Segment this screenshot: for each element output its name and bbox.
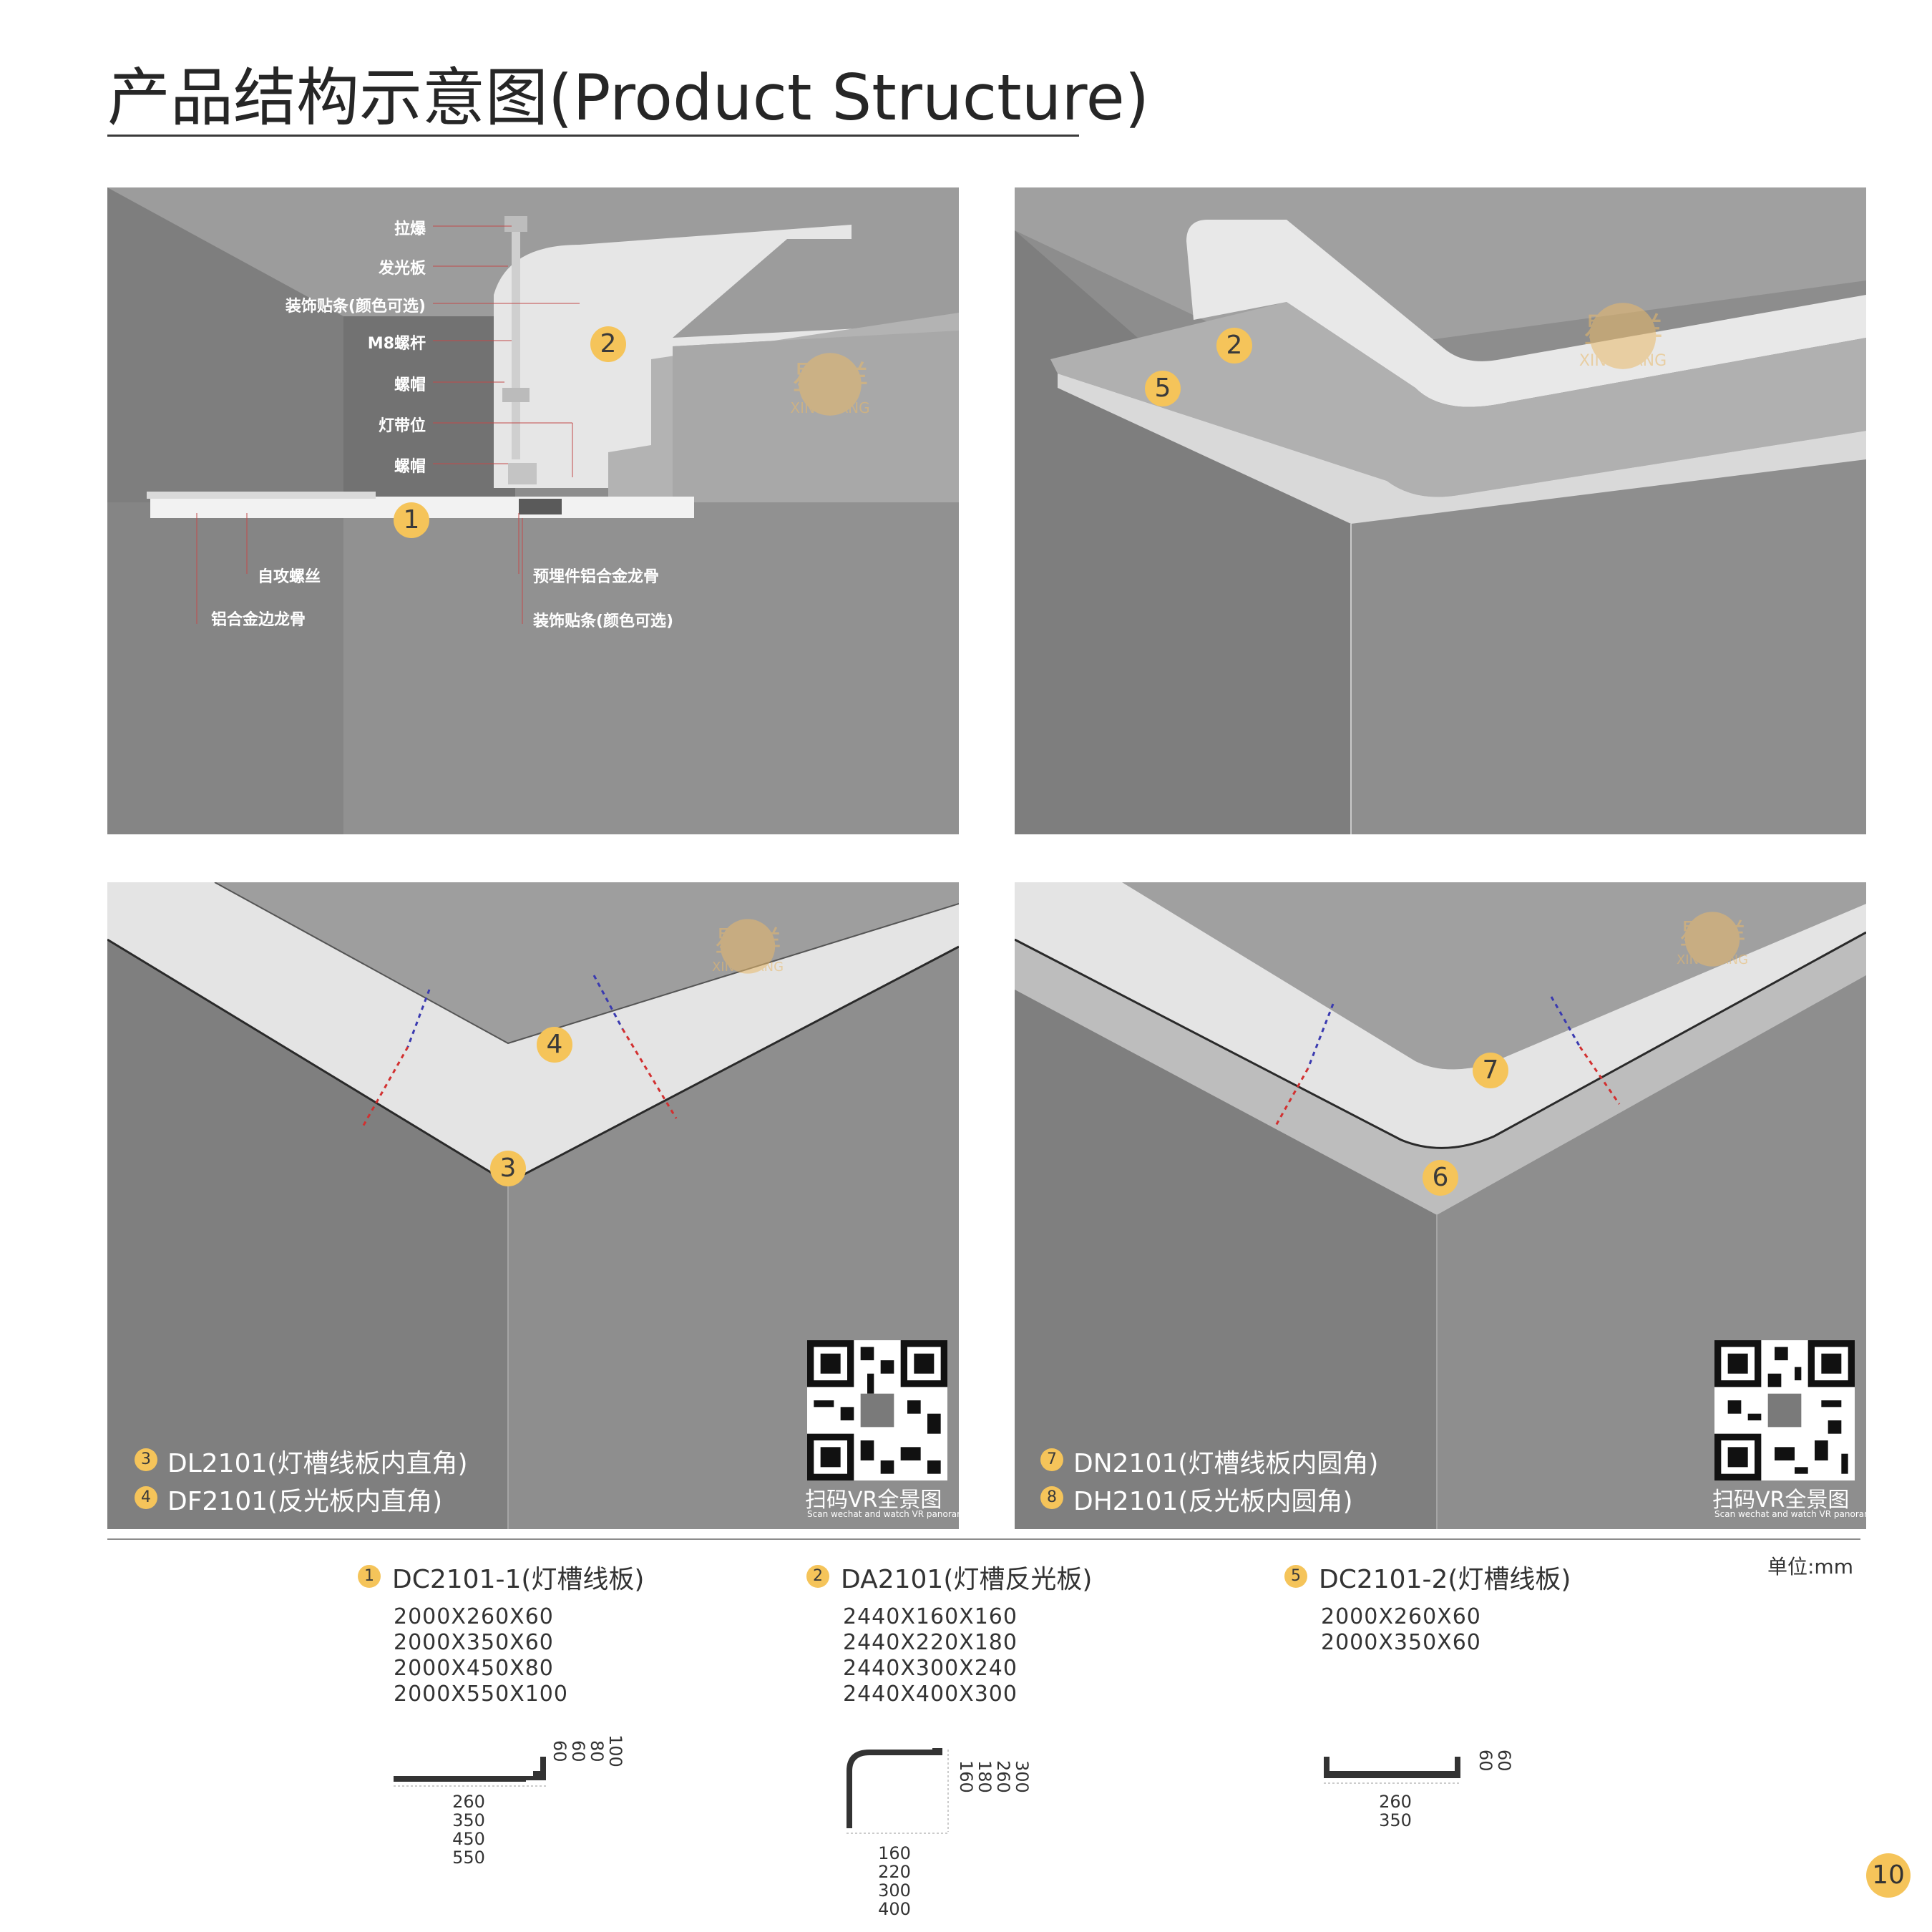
profile-height-dc2101-2-b: 60 [1494, 1750, 1514, 1772]
size-item: 2000X550X100 [394, 1682, 568, 1707]
watermark: 星 洋 XING YANG [1644, 911, 1780, 967]
profile-height-da2101-b: 180 [975, 1760, 995, 1793]
part-badge-6: 6 [1423, 1160, 1458, 1196]
qr-code[interactable] [807, 1340, 947, 1480]
label-zhuangshi-bottom: 装饰贴条(颜色可选) [533, 613, 674, 630]
section-divider [107, 1538, 1860, 1540]
profile-height-dc2101-1-b: 60 [568, 1740, 588, 1762]
qr-pattern [807, 1340, 947, 1480]
size-item: 2000X450X80 [394, 1656, 554, 1681]
label-m8: M8螺杆 [367, 335, 426, 353]
label-zigong: 自攻螺丝 [258, 568, 321, 586]
watermark: 星 洋 XING YANG [751, 352, 909, 416]
size-item: 2440X300X240 [843, 1656, 1018, 1681]
title-underline [107, 135, 1079, 137]
spec-title-da2101: DA2101(灯槽反光板) [841, 1565, 1093, 1594]
label-dengdai: 灯带位 [378, 417, 426, 435]
label-labao: 拉爆 [394, 220, 426, 238]
qr-subcaption: Scan wechat and watch VR panorama [1714, 1509, 1866, 1519]
right-angle-corner-panel: 4 3 星 洋 XING YANG 扫码VR全景图 Scan wechat an… [107, 882, 959, 1529]
installed-view-panel: 2 5 星 洋 XING YANG [1015, 187, 1866, 834]
profile-height-da2101-d: 300 [1012, 1760, 1032, 1793]
profile-height-da2101-c: 260 [993, 1760, 1013, 1793]
part-badge-7: 7 [1473, 1053, 1508, 1088]
part-badge-2: 2 [1216, 328, 1252, 364]
label-luomao-2: 螺帽 [394, 458, 426, 476]
size-item: 2440X220X180 [843, 1630, 1018, 1655]
profile-height-dc2101-1-c: 80 [587, 1740, 607, 1762]
label-yumai: 预埋件铝合金龙骨 [533, 568, 660, 586]
legend-item-7: DN2101(灯槽线板内圆角) [1073, 1449, 1379, 1478]
label-zhuangshi-top: 装饰贴条(颜色可选) [285, 298, 426, 316]
spec-sizes-dc2101-1: 2000X260X60 2000X350X60 2000X450X80 2000… [394, 1604, 568, 1707]
profile-dc2101-1 [394, 1757, 546, 1787]
spec-badge-2: 2 [806, 1565, 829, 1588]
profile-height-dc2101-1-a: 60 [550, 1740, 570, 1762]
profile-height-dc2101-1-d: 100 [605, 1735, 625, 1767]
size-item: 2000X260X60 [394, 1604, 554, 1629]
legend-badge-4: 4 [135, 1486, 157, 1509]
page-title: 产品结构示意图(Product Structure) [107, 61, 1150, 135]
structure-diagram-panel: 拉爆 发光板 装饰贴条(颜色可选) M8螺杆 螺帽 灯带位 螺帽 自攻螺丝 铝合… [107, 187, 959, 834]
watermark: 星 洋 XING YANG [680, 918, 816, 975]
part-badge-3: 3 [490, 1151, 526, 1186]
size-item: 2000X350X60 [1321, 1630, 1481, 1655]
part-badge-4: 4 [537, 1027, 572, 1063]
size-item: 2440X160X160 [843, 1604, 1018, 1629]
legend-item-4: DF2101(反光板内直角) [167, 1487, 443, 1516]
label-lvbian: 铝合金边龙骨 [211, 611, 306, 629]
page-number: 10 [1866, 1853, 1911, 1898]
label-luomao-1: 螺帽 [394, 376, 426, 394]
xingyang-logo [1589, 303, 1657, 369]
label-faguangban: 发光板 [378, 260, 426, 278]
spec-title-dc2101-2: DC2101-2(灯槽线板) [1319, 1565, 1571, 1594]
structure-illustration [107, 187, 959, 834]
legend-badge-3: 3 [135, 1448, 157, 1471]
installed-view-illustration [1015, 187, 1866, 834]
qr-subcaption: Scan wechat and watch VR panorama [807, 1509, 959, 1519]
qr-code[interactable] [1714, 1340, 1855, 1480]
part-badge-5: 5 [1145, 371, 1181, 406]
legend-item-3: DL2101(灯槽线板内直角) [167, 1449, 468, 1478]
legend-badge-8: 8 [1040, 1486, 1063, 1509]
spec-badge-1: 1 [358, 1565, 381, 1588]
spec-badge-5: 5 [1284, 1565, 1307, 1588]
size-item: 2000X350X60 [394, 1630, 554, 1655]
part-badge-2: 2 [590, 326, 626, 362]
spec-title-dc2101-1: DC2101-1(灯槽线板) [392, 1565, 645, 1594]
rounded-corner-panel: 7 6 星 洋 XING YANG 扫码VR全景图 Scan wechat an… [1015, 882, 1866, 1529]
spec-sizes-dc2101-2: 2000X260X60 2000X350X60 [1321, 1604, 1481, 1656]
legend-badge-7: 7 [1040, 1448, 1063, 1471]
xingyang-logo [1684, 912, 1740, 967]
size-item: 2440X400X300 [843, 1682, 1018, 1707]
profile-height-dc2101-2-a: 60 [1475, 1750, 1496, 1772]
legend-item-8: DH2101(反光板内圆角) [1073, 1487, 1353, 1516]
part-badge-1: 1 [394, 502, 429, 538]
xingyang-logo [720, 919, 776, 974]
size-item: 2000X260X60 [1321, 1604, 1481, 1629]
spec-sizes-da2101: 2440X160X160 2440X220X180 2440X300X240 2… [843, 1604, 1018, 1707]
profile-dc2101-2 [1324, 1757, 1460, 1784]
profile-da2101 [847, 1748, 949, 1834]
unit-label: 单位:mm [1767, 1555, 1853, 1579]
watermark: 星 洋 XING YANG [1544, 302, 1702, 370]
qr-caption: 扫码VR全景图 [805, 1488, 942, 1513]
xingyang-logo [799, 353, 862, 416]
profile-height-da2101-a: 160 [956, 1760, 976, 1793]
qr-pattern [1714, 1340, 1855, 1480]
qr-caption: 扫码VR全景图 [1712, 1488, 1850, 1513]
